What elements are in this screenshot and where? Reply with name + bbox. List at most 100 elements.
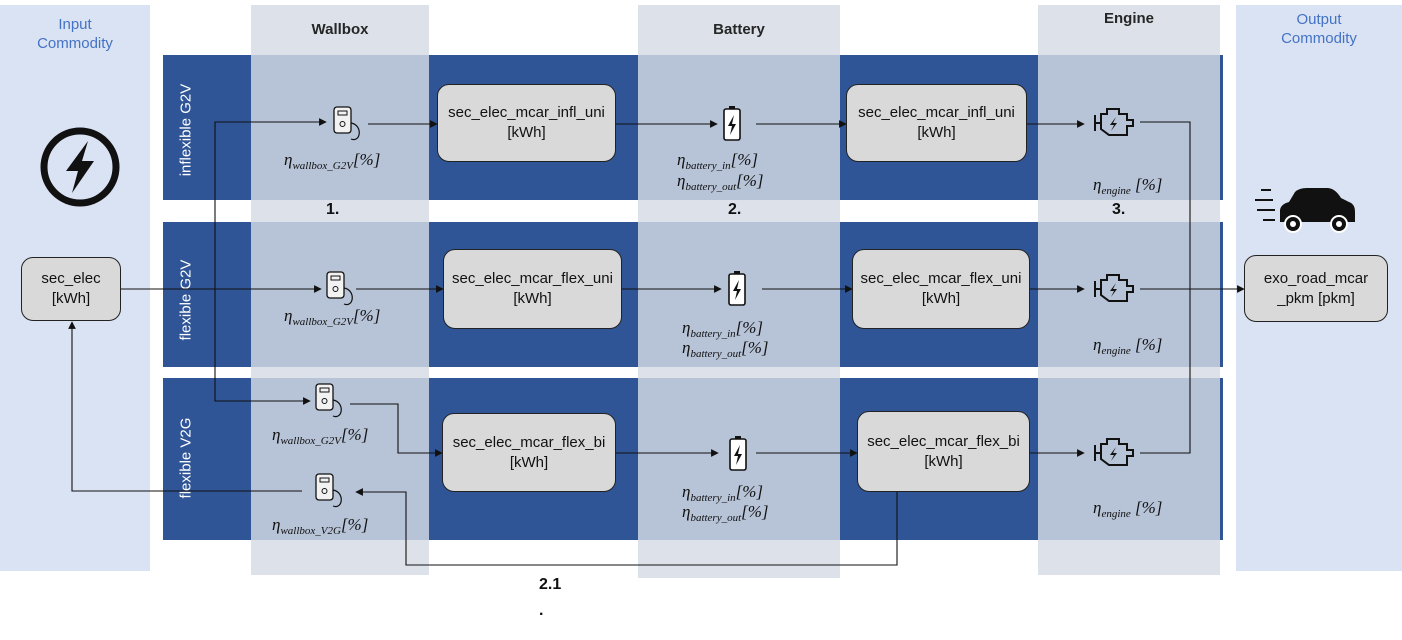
eta-unit: [%] — [1130, 175, 1163, 194]
step-label-2: 2. — [728, 201, 742, 218]
node-line1: sec_elec_mcar_infl_uni — [858, 104, 1015, 121]
input-commodity-header: Input Commodity — [37, 16, 113, 52]
node-line1: sec_elec_mcar_flex_bi — [867, 432, 1020, 450]
engine-icon — [1094, 274, 1134, 302]
node-line1: sec_elec_mcar_flex_bi — [452, 433, 606, 451]
node-line2: [kWh] — [921, 290, 961, 307]
node-line2: [kWh] — [917, 124, 956, 141]
car-icon — [1255, 188, 1355, 233]
eta-unit: [%] — [741, 338, 769, 357]
eta-subscript: battery_in — [685, 160, 731, 172]
eta-symbol: η — [682, 338, 691, 357]
eta-subscript: battery_in — [690, 328, 736, 340]
eta-unit: [%] — [1130, 335, 1163, 354]
eta-subscript: engine — [1101, 508, 1131, 520]
eta-wallbox-v2g-return: ηwallbox_V2G[%] — [272, 515, 368, 537]
storage-in-node-flex: sec_elec_mcar_flex_uni [kWh] — [443, 249, 622, 329]
eta-symbol: η — [677, 150, 686, 169]
battery-header: Battery — [713, 21, 765, 38]
eta-subscript: engine — [1101, 345, 1131, 357]
step-label-1: 1. — [326, 201, 340, 218]
connector-bus-to-wallbox-infl — [214, 118, 327, 289]
output-commodity-header: Output Commodity — [1281, 11, 1357, 47]
eta-symbol: η — [1093, 335, 1102, 354]
eta-wallbox-infl: ηwallbox_G2V[%] — [284, 150, 380, 172]
eta-subscript: wallbox_V2G — [280, 525, 341, 537]
eta-subscript: wallbox_G2V — [280, 435, 341, 447]
storage-out-node-infl: sec_elec_mcar_infl_uni [kWh] — [846, 84, 1027, 162]
storage-in-node-infl: sec_elec_mcar_infl_uni [kWh] — [437, 84, 616, 162]
battery-icon — [723, 106, 741, 141]
connector-wallbox-to-storage-v2g — [350, 403, 443, 457]
eta-battery-out-infl: ηbattery_out[%] — [677, 171, 764, 193]
eta-unit: [%] — [352, 150, 381, 169]
wallbox-charger-icon — [315, 473, 342, 508]
eta-battery-in-v2g: ηbattery_in[%] — [682, 482, 763, 504]
node-line2: _pkm [pkm] — [1277, 289, 1355, 307]
eta-engine-infl: ηengine [%] — [1093, 175, 1162, 197]
battery-icon — [729, 436, 747, 471]
storage-in-node-v2g: sec_elec_mcar_flex_bi [kWh] — [442, 413, 616, 492]
node-line2: [kWh] — [51, 290, 91, 307]
engine-icon — [1094, 108, 1134, 136]
wallbox-charger-icon — [315, 383, 342, 418]
eta-symbol: η — [682, 482, 691, 501]
eta-wallbox-g2v-v2g-row: ηwallbox_G2V[%] — [272, 425, 368, 447]
eta-battery-in-flex: ηbattery_in[%] — [682, 318, 763, 340]
eta-symbol: η — [284, 150, 293, 169]
engine-icon — [1094, 438, 1134, 466]
wallbox-header: Wallbox — [311, 21, 369, 38]
eta-unit: [%] — [735, 318, 764, 337]
eta-subscript: wallbox_G2V — [292, 160, 353, 172]
node-line1: sec_elec_mcar_flex_uni — [860, 270, 1022, 287]
eta-battery-out-flex: ηbattery_out[%] — [682, 338, 769, 360]
eta-unit: [%] — [736, 171, 764, 190]
eta-symbol: η — [682, 502, 691, 521]
node-line2: [kWh] — [513, 290, 552, 307]
node-line1: sec_elec_mcar_infl_uni — [448, 104, 605, 121]
battery-icon — [728, 271, 746, 306]
eta-unit: [%] — [730, 150, 759, 169]
step-label-2-1: 2.1 — [539, 576, 562, 593]
eta-symbol: η — [682, 318, 691, 337]
node-line2: [kWh] — [924, 452, 963, 470]
wallbox-charger-icon — [326, 271, 353, 306]
eta-unit: [%] — [340, 515, 369, 534]
storage-out-node-v2g: sec_elec_mcar_flex_bi [kWh] — [857, 411, 1030, 492]
electricity-bolt-icon — [40, 127, 120, 207]
eta-battery-in-infl: ηbattery_in[%] — [677, 150, 758, 172]
eta-engine-v2g: ηengine [%] — [1093, 498, 1162, 520]
eta-subscript: engine — [1101, 185, 1131, 197]
eta-symbol: η — [284, 306, 293, 325]
eta-symbol: η — [272, 515, 281, 534]
eta-subscript: battery_out — [685, 181, 737, 193]
eta-engine-flex: ηengine [%] — [1093, 335, 1162, 357]
step-label-3: 3. — [1112, 201, 1126, 218]
eta-symbol: η — [677, 171, 686, 190]
output-node-exo-road-mcar: exo_road_mcar _pkm [pkm] — [1244, 255, 1388, 322]
step-label-2-1-dot: . — [539, 602, 544, 619]
eta-unit: [%] — [1130, 498, 1163, 517]
connector-v2g-return-to-wallbox — [355, 488, 898, 566]
storage-out-node-flex: sec_elec_mcar_flex_uni [kWh] — [852, 249, 1030, 329]
eta-wallbox-flex: ηwallbox_G2V[%] — [284, 306, 380, 328]
eta-battery-out-v2g: ηbattery_out[%] — [682, 502, 769, 524]
node-line1: sec_elec_mcar_flex_uni — [452, 270, 613, 287]
wallbox-charger-icon — [333, 106, 360, 141]
engine-header: Engine — [1103, 10, 1154, 27]
node-line1: exo_road_mcar — [1263, 269, 1369, 287]
eta-symbol: η — [1093, 498, 1102, 517]
connector-bus-to-wallbox-v2g — [214, 289, 311, 405]
eta-symbol: η — [1093, 175, 1102, 194]
node-line2: [kWh] — [509, 453, 549, 471]
eta-unit: [%] — [340, 425, 369, 444]
node-line1: sec_elec — [41, 270, 101, 287]
input-node-sec-elec: sec_elec [kWh] — [21, 257, 121, 321]
node-line2: [kWh] — [507, 124, 546, 141]
eta-symbol: η — [272, 425, 281, 444]
eta-unit: [%] — [735, 482, 764, 501]
eta-subscript: battery_in — [690, 492, 736, 504]
connector-engine-bus-to-output — [1140, 121, 1191, 454]
eta-subscript: battery_out — [690, 512, 742, 524]
